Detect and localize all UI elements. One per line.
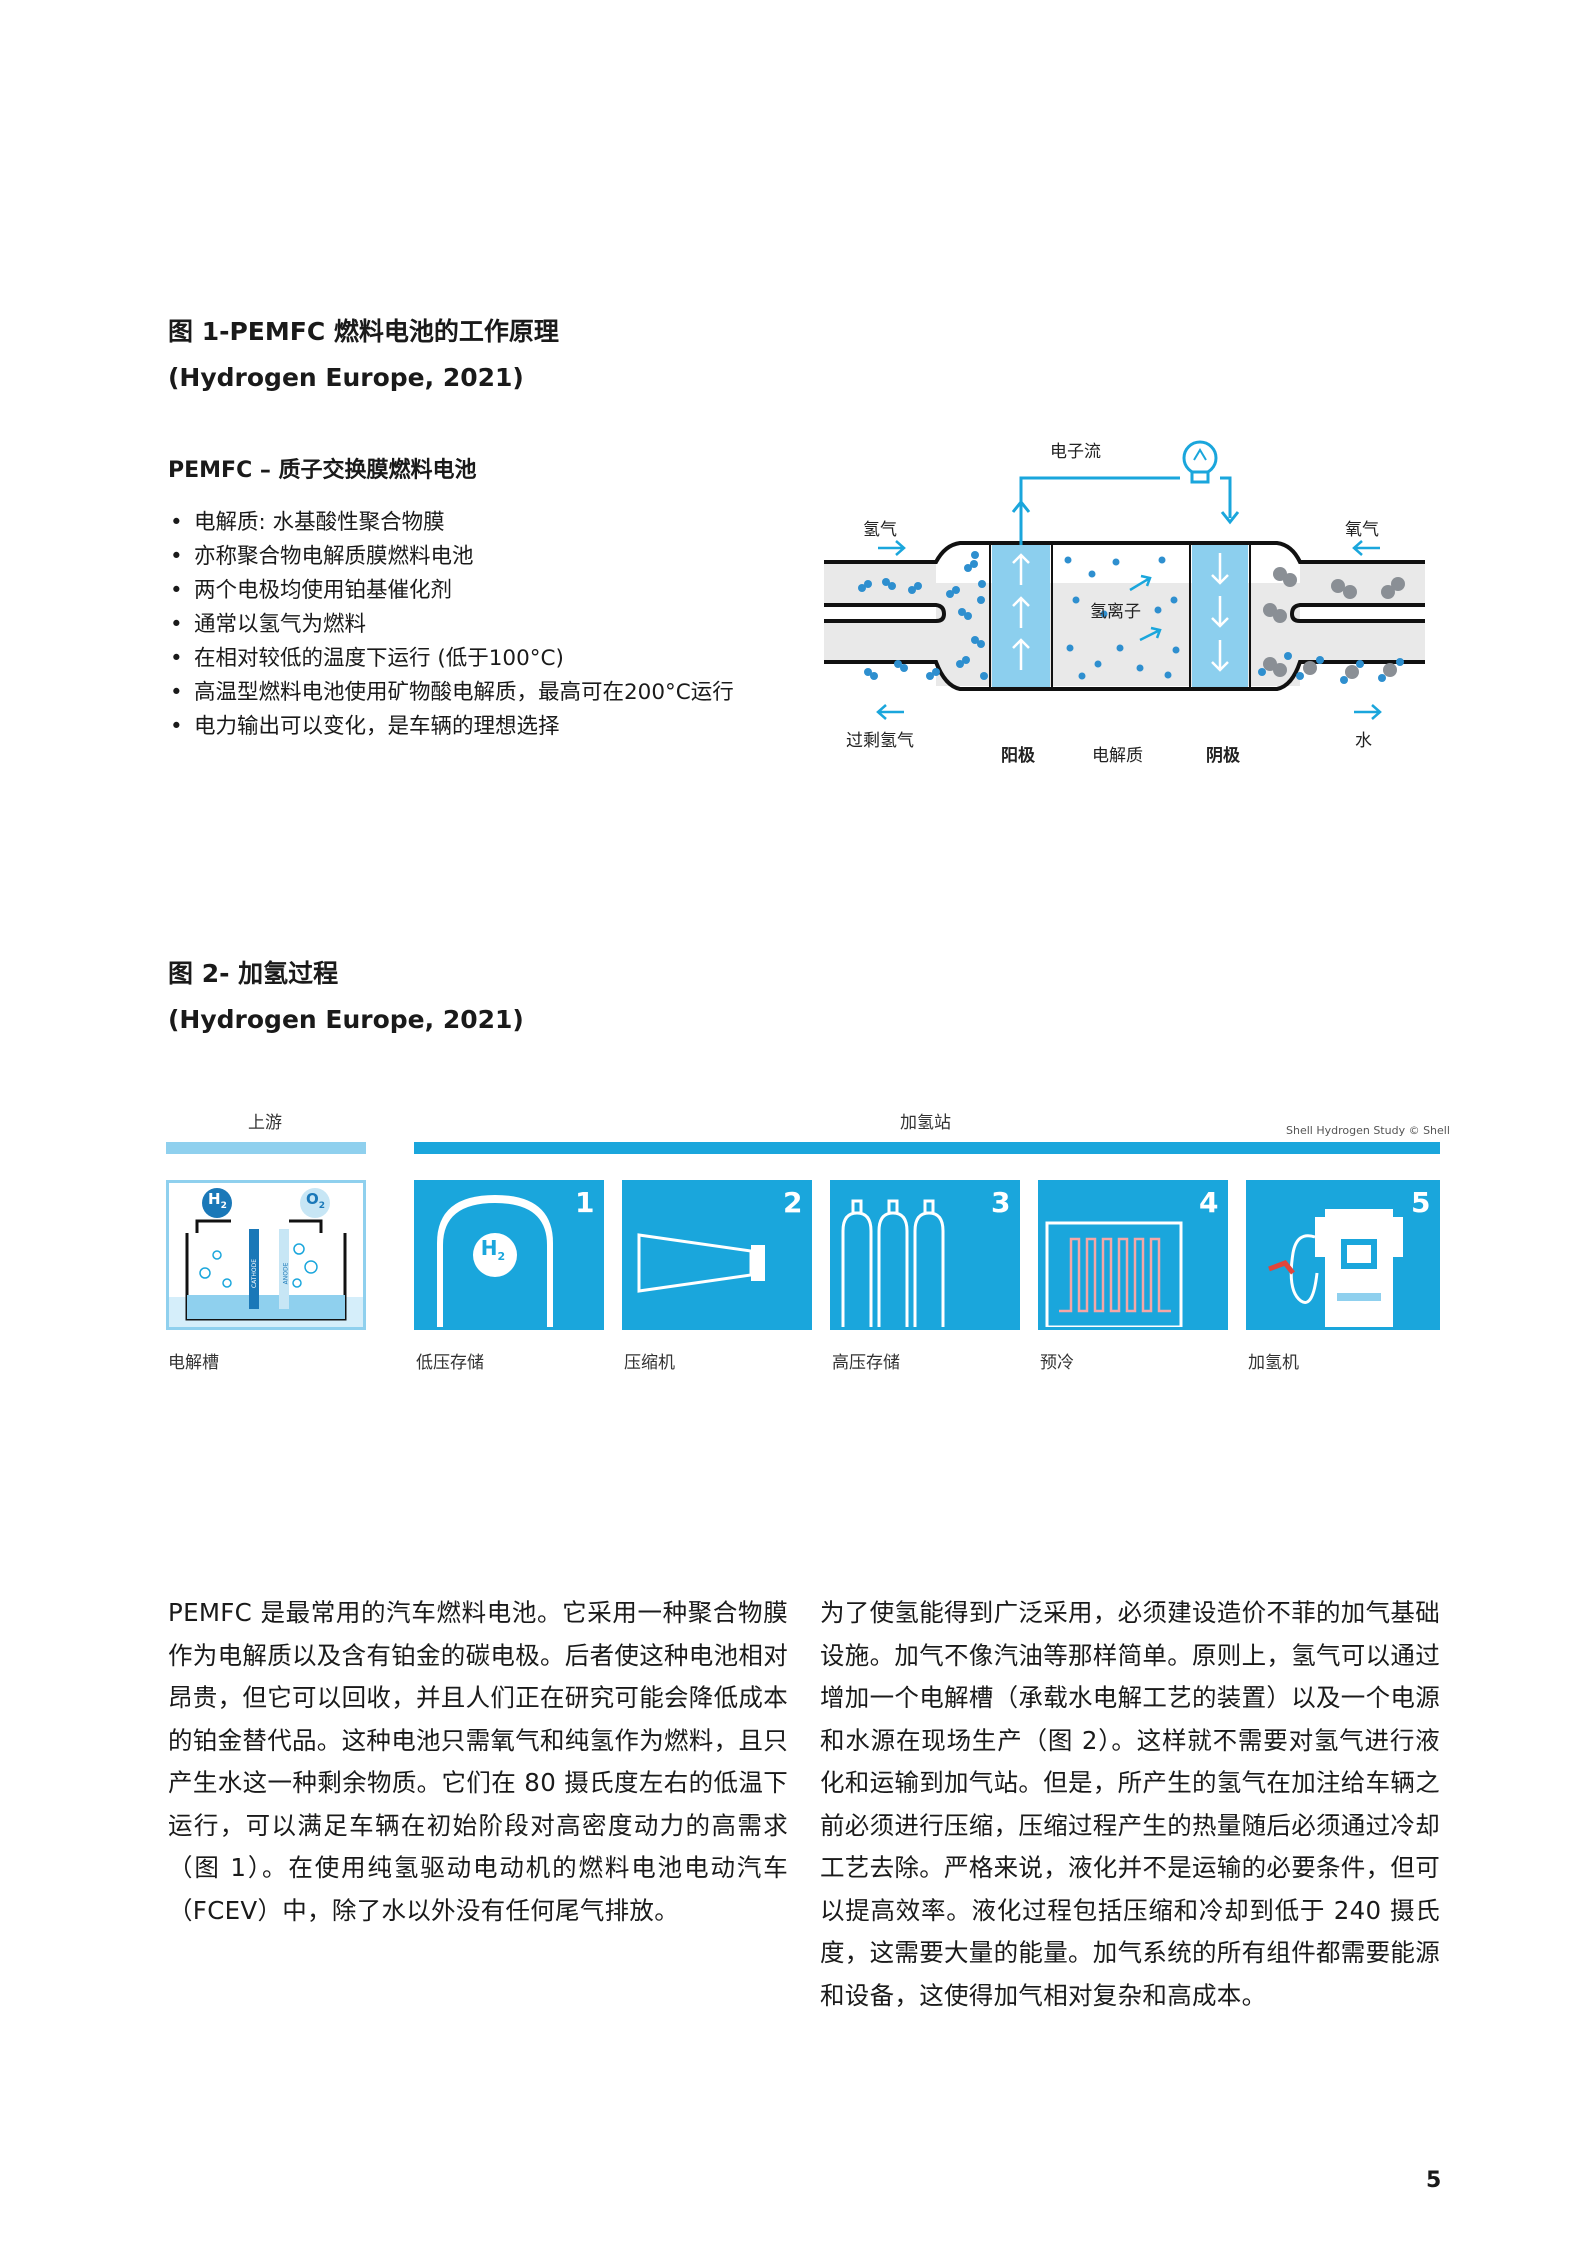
electrolyser-panel: [166, 1180, 366, 1330]
cell-outline-bottom: [824, 660, 1425, 691]
step-panel-high-pressure-storage: [830, 1180, 1020, 1330]
circuit-arrow-down: [1220, 511, 1240, 525]
step-number: 1: [575, 1186, 595, 1219]
step-panel-compressor: [622, 1180, 812, 1330]
step-number: 3: [991, 1186, 1011, 1219]
hydrogen-ions-label: 氢离子: [1090, 602, 1141, 622]
bullet-item: 高温型燃料电池使用矿物酸电解质，最高可在200°C运行: [168, 676, 734, 710]
step-panel-low-pressure-storage: [414, 1180, 604, 1330]
h2-symbol: H2: [208, 1190, 227, 1211]
station-bar: [414, 1142, 1440, 1154]
proton-dots: [1064, 556, 1180, 680]
pemfc-heading: PEMFC – 质子交换膜燃料电池: [168, 458, 477, 483]
oxygen-molecules: [1263, 567, 1405, 679]
oxygen-in-label: 氧气: [1345, 520, 1379, 540]
dispenser-icon: [1268, 1209, 1403, 1327]
figure2-source: (Hydrogen Europe, 2021): [168, 1005, 524, 1034]
step-caption-high-pressure-storage: 高压存储: [832, 1353, 900, 1373]
figure1-title: 图 1-PEMFC 燃料电池的工作原理: [168, 317, 559, 346]
step-caption-compressor: 压缩机: [624, 1353, 675, 1373]
water-label: 水: [1355, 731, 1372, 751]
step-number: 4: [1199, 1186, 1219, 1219]
station-label: 加氢站: [900, 1113, 951, 1133]
anode-text: ANODE: [282, 1262, 290, 1285]
figure1-source: (Hydrogen Europe, 2021): [168, 363, 524, 392]
compressor-icon: [637, 1233, 765, 1293]
bullet-item: 电解质: 水基酸性聚合物膜: [168, 506, 734, 540]
image-credit: Shell Hydrogen Study © Shell: [1286, 1124, 1450, 1137]
bullet-item: 电力输出可以变化，是车辆的理想选择: [168, 710, 734, 744]
page-number: 5: [1426, 2168, 1442, 2193]
body-paragraph-right: 为了使氢能得到广泛采用，必须建设造价不菲的加气基础设施。加气不像汽油等那样简单。…: [820, 1598, 1440, 2010]
upstream-label: 上游: [248, 1113, 282, 1133]
circuit-arrow-up: [1011, 499, 1031, 513]
pemfc-bullet-list: 电解质: 水基酸性聚合物膜 亦称聚合物电解质膜燃料电池 两个电极均使用铂基催化剂…: [168, 506, 734, 744]
step-panel-dispenser: [1246, 1180, 1440, 1330]
figure2-title: 图 2- 加氢过程: [168, 959, 339, 988]
circuit-wire-left: [1019, 476, 1180, 545]
step-panel-precooling: [1038, 1180, 1228, 1330]
step-caption-dispenser: 加氢机: [1248, 1353, 1299, 1373]
cell-outline-top: [824, 541, 1425, 564]
anode-arrows: [1012, 553, 1030, 670]
cathode-label: 阴极: [1206, 746, 1240, 766]
bullet-item: 通常以氢气为燃料: [168, 608, 734, 642]
excess-hydrogen-label: 过剩氢气: [846, 731, 914, 751]
precooling-coil-icon: [1045, 1221, 1183, 1329]
electrolyser-icon: [169, 1188, 363, 1327]
anode-label: 阳极: [1001, 746, 1035, 766]
bullet-item: 亦称聚合物电解质膜燃料电池: [168, 540, 734, 574]
electrolyte-label: 电解质: [1092, 746, 1143, 766]
water-hydrogen-atoms: [1258, 652, 1404, 684]
bullet-item: 在相对较低的温度下运行 (低于100°C): [168, 642, 734, 676]
step-caption-low-pressure-storage: 低压存储: [416, 1353, 484, 1373]
fuel-cell-diagram: [824, 440, 1425, 720]
electron-flow-label: 电子流: [1050, 442, 1101, 462]
step-caption-precooling: 预冷: [1040, 1353, 1074, 1373]
light-bulb-icon: [1182, 440, 1218, 484]
step-number: 5: [1411, 1186, 1431, 1219]
hydrogen-molecules: [858, 551, 988, 680]
circuit-wire-right: [1220, 476, 1232, 518]
high-pressure-cylinders-icon: [841, 1199, 945, 1327]
cathode-text: CATHODE: [251, 1258, 259, 1289]
upstream-bar: [166, 1142, 366, 1154]
storage-tank-icon: [437, 1195, 553, 1327]
bullet-item: 两个电极均使用铂基催化剂: [168, 574, 734, 608]
cell-left-gap: [824, 603, 947, 623]
o2-symbol: O2: [306, 1190, 326, 1211]
cathode-arrows: [1211, 553, 1229, 672]
cell-body-fill: [824, 562, 1425, 686]
electrolyser-caption: 电解槽: [168, 1353, 219, 1373]
hydrogen-in-label: 氢气: [863, 520, 897, 540]
flow-arrows: [876, 540, 1382, 720]
cell-right-gap: [1289, 603, 1425, 623]
step-number: 2: [783, 1186, 803, 1219]
body-paragraph-left: PEMFC 是最常用的汽车燃料电池。它采用一种聚合物膜作为电解质以及含有铂金的碳…: [168, 1598, 788, 1925]
tank-h2-symbol: H2: [480, 1236, 506, 1263]
